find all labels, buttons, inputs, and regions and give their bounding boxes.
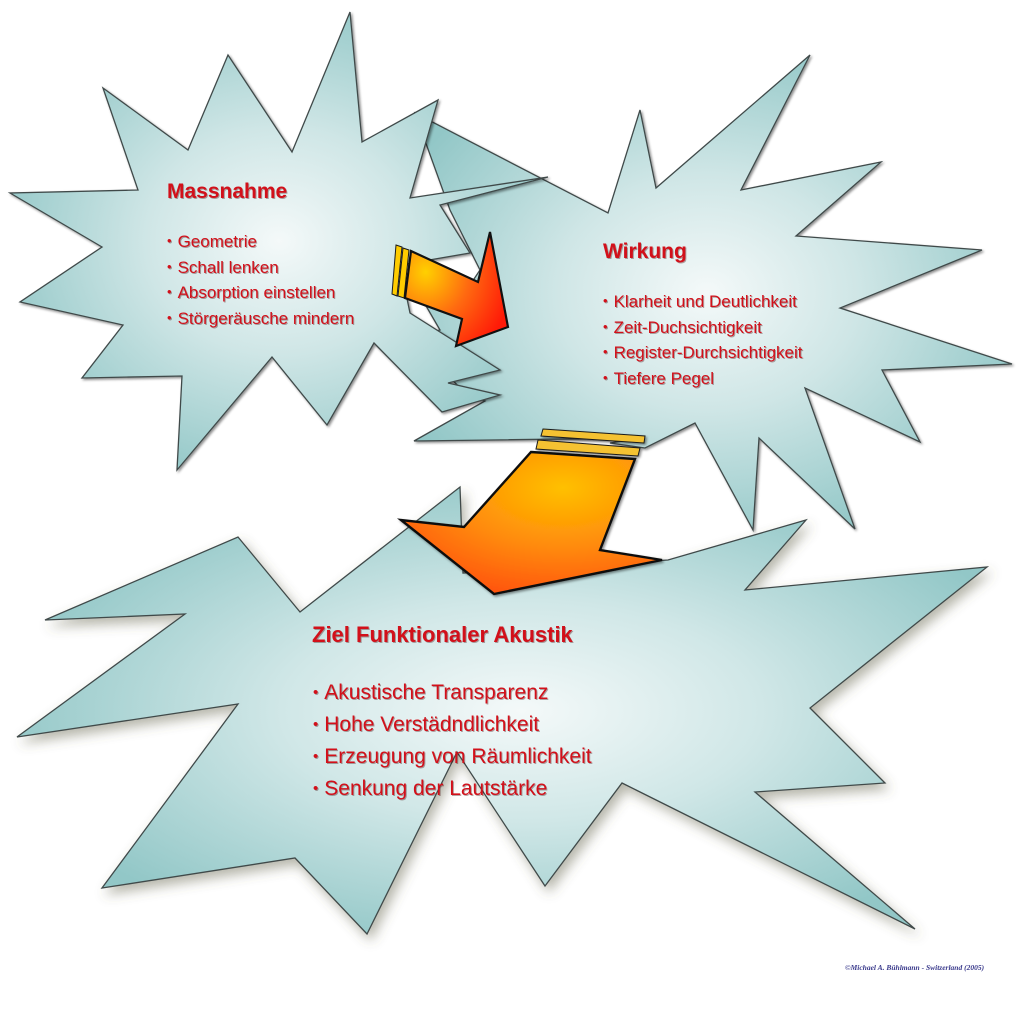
wirkung-title: Wirkung: [603, 240, 687, 263]
ziel-item: Akustische Transparenz: [313, 678, 592, 710]
wirkung-item: Klarheit und Deutlichkeit: [603, 290, 803, 316]
wirkung-item: Tiefere Pegel: [603, 367, 803, 393]
arrow-right-icon: [391, 231, 510, 348]
massnahme-item: Geometrie: [167, 230, 354, 256]
arrow-down-icon: [396, 428, 663, 596]
massnahme-title: Massnahme: [167, 180, 288, 203]
ziel-item: Senkung der Lautstärke: [313, 774, 592, 806]
copyright-notice: ©Michael A. Bühlmann - Switzerland (2005…: [845, 963, 985, 972]
massnahme-item: Störgeräusche mindern: [167, 307, 355, 333]
wirkung-item: Register-Durchsichtigkeit: [603, 341, 803, 367]
ziel-list: Akustische Transparenz Hohe Verstädndlic…: [313, 678, 592, 806]
wirkung-list: Klarheit und Deutlichkeit Zeit-Duchsicht…: [603, 290, 803, 392]
ziel-item: Erzeugung von Räumlichkeit: [313, 742, 591, 774]
wirkung-item: Zeit-Duchsichtigkeit: [603, 316, 803, 342]
ziel-item: Hohe Verstädndlichkeit: [313, 710, 592, 742]
massnahme-item: Absorption einstellen: [167, 281, 354, 307]
ziel-title: Ziel Funktionaler Akustik: [312, 622, 573, 647]
massnahme-list: Geometrie Schall lenken Absorption einst…: [167, 230, 355, 333]
massnahme-item: Schall lenken: [167, 256, 354, 282]
